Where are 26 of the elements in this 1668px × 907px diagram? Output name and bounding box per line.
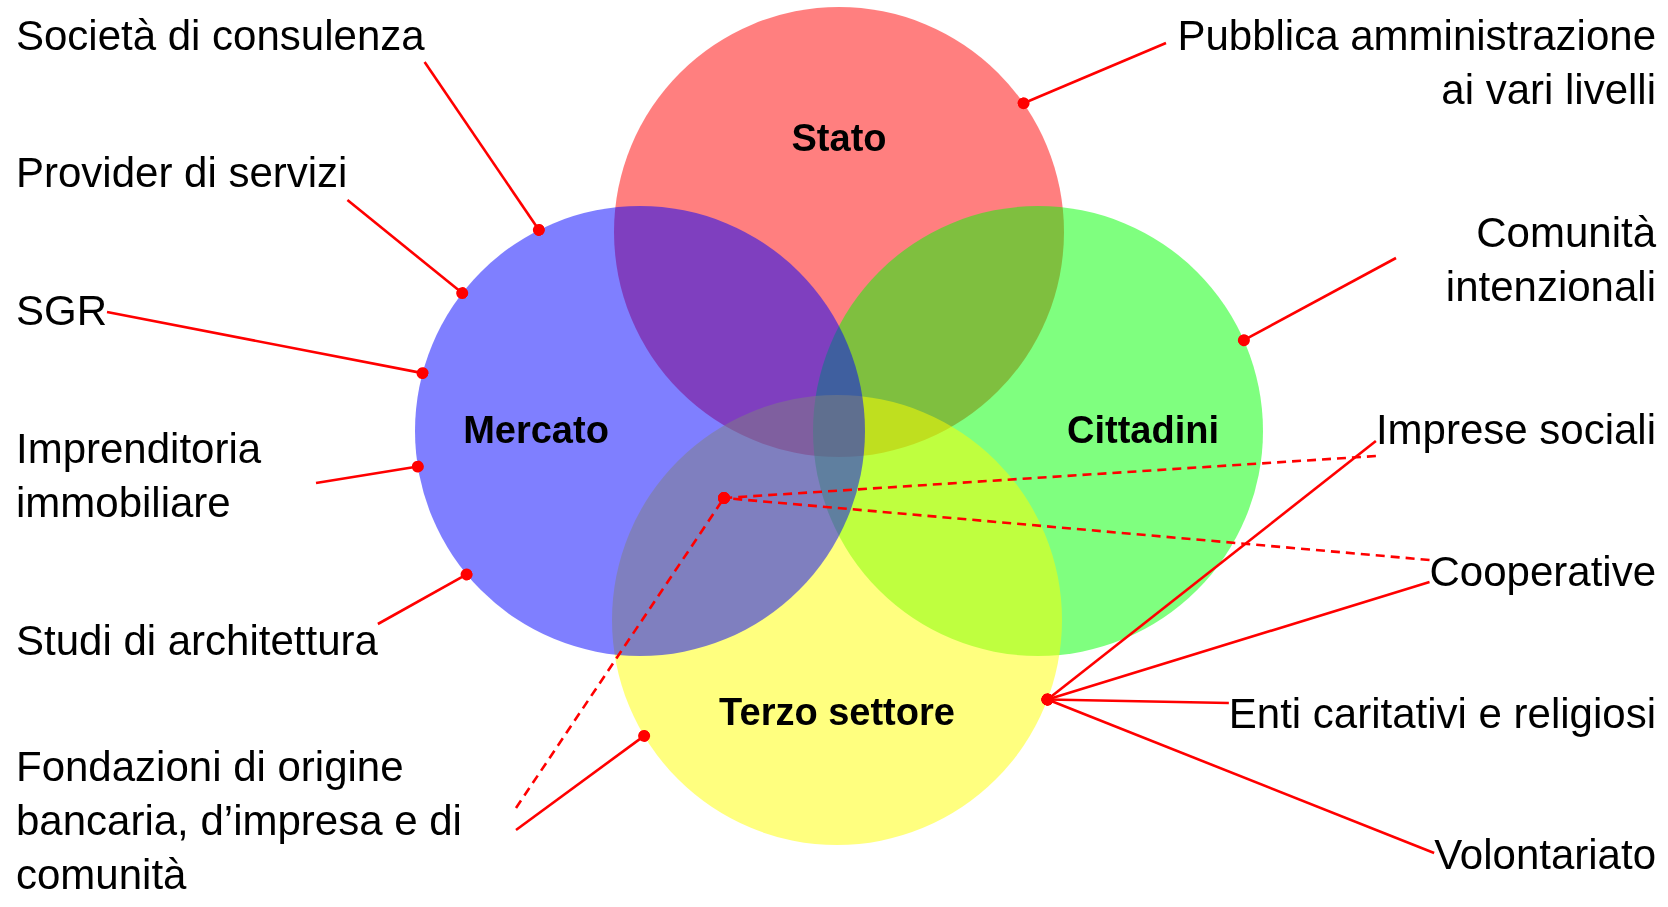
- leader-line: [106, 310, 429, 380]
- category-label: Studi di architettura: [16, 614, 378, 668]
- circle-label: Mercato: [463, 408, 609, 452]
- leader-line: [1237, 256, 1397, 347]
- category-label: Volontariato: [1434, 828, 1656, 882]
- leader-line: [377, 568, 473, 626]
- category-label: Comunità intenzionali: [1396, 206, 1656, 314]
- category-label: Pubblica amministrazione ai vari livelli: [1166, 9, 1656, 117]
- category-label: Provider di servizi: [16, 146, 348, 200]
- category-label: Società di consulenza: [16, 9, 425, 63]
- leader-line: [515, 729, 651, 832]
- circle-label: Cittadini: [1067, 408, 1219, 452]
- category-label: Cooperative: [1429, 545, 1656, 599]
- category-label: Imprenditoria immobiliare: [16, 422, 316, 530]
- leader-line: [315, 460, 424, 485]
- leader-line: [1041, 693, 1435, 855]
- leader-line: [346, 199, 469, 300]
- category-label: SGR: [16, 284, 107, 338]
- leader-line: [1017, 41, 1167, 110]
- circle-label: Stato: [791, 116, 887, 160]
- category-label: Fondazioni di origine bancaria, d’impresa e di comunità: [16, 740, 516, 902]
- category-label: Enti caritativi e religiosi: [1228, 687, 1656, 741]
- category-label: Imprese sociali: [1375, 403, 1656, 457]
- leader-line: [423, 61, 545, 236]
- leader-line: [718, 492, 1430, 562]
- circle-label: Terzo settore: [719, 690, 955, 734]
